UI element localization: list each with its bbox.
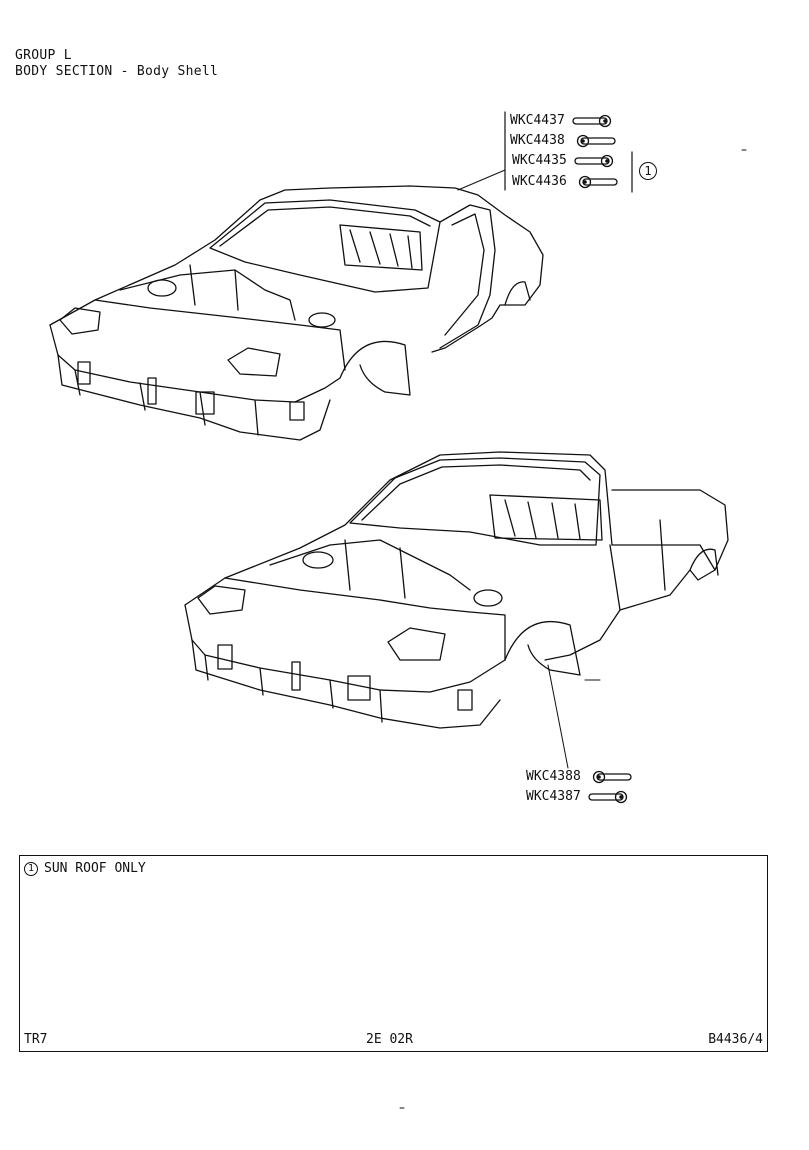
part-number-row: WKC4438 xyxy=(510,133,619,148)
note-marker: 1 xyxy=(24,861,38,876)
hardtop-body-shell-drawing xyxy=(49,169,544,441)
part-number: WKC4435 xyxy=(512,153,567,168)
part-number-row: WKC4388 xyxy=(526,769,635,784)
strap-hinge-left-icon xyxy=(578,175,618,188)
open-body-shell-drawing xyxy=(184,451,729,769)
part-number-row: WKC4435 xyxy=(512,153,621,168)
model-label: TR7 xyxy=(24,1032,48,1047)
sun-roof-note: 1 SUN ROOF ONLY xyxy=(24,861,146,876)
strap-hinge-left-icon xyxy=(592,770,632,783)
part-number: WKC4387 xyxy=(526,789,581,804)
part-number: WKC4436 xyxy=(512,174,567,189)
part-number-row: WKC4387 xyxy=(526,789,635,804)
strap-hinge-right-icon xyxy=(588,790,627,803)
part-number: WKC4438 xyxy=(510,133,565,148)
part-number: WKC4437 xyxy=(510,113,565,128)
part-number-row: WKC4436 xyxy=(512,174,621,189)
notes-box: 1 SUN ROOF ONLY TR7 2E 02R B4436/4 xyxy=(19,855,768,1052)
callout-marker: 1 xyxy=(639,162,657,180)
part-number-row: WKC4437 xyxy=(510,113,619,128)
group-label: GROUP L xyxy=(15,48,72,63)
strap-hinge-right-icon xyxy=(572,114,611,127)
plate-number: B4436/4 xyxy=(708,1032,763,1047)
strap-hinge-right-icon xyxy=(574,154,613,167)
part-number: WKC4388 xyxy=(526,769,581,784)
section-title: BODY SECTION - Body Shell xyxy=(15,64,219,79)
strap-hinge-left-icon xyxy=(576,134,616,147)
note-text: SUN ROOF ONLY xyxy=(44,861,146,876)
page-code: 2E 02R xyxy=(366,1032,413,1047)
